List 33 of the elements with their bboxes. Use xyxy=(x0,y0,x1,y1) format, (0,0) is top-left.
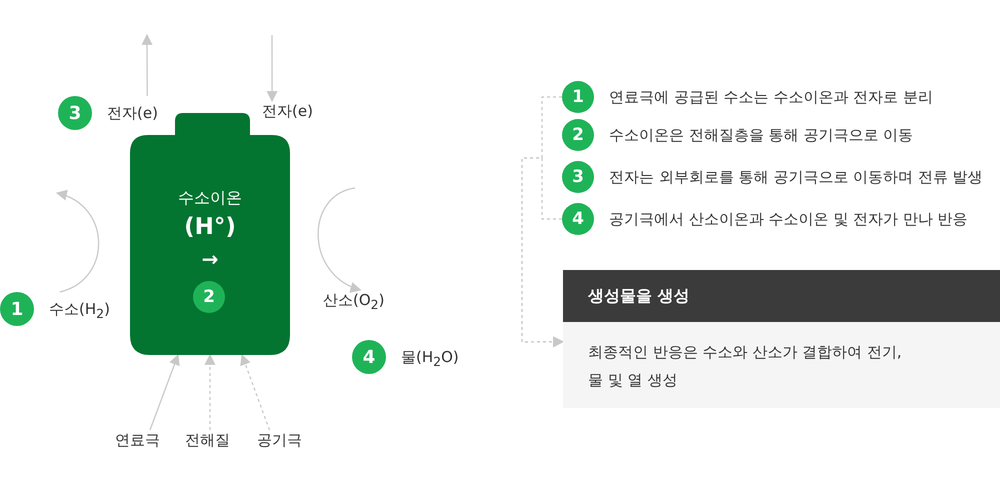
card-header: 생성물을 생성 xyxy=(563,270,1000,322)
step-label: 물(H$_{2}$O) xyxy=(401,347,459,371)
arrow xyxy=(142,34,153,96)
step-label: 수소(H$_{2}$) xyxy=(49,299,110,323)
arrow xyxy=(56,190,100,293)
electrode-label: 연료극 xyxy=(115,430,160,450)
electrode-label: 공기극 xyxy=(257,430,302,450)
arrow xyxy=(240,354,270,430)
formula-label: (H°) xyxy=(184,214,236,240)
arrow xyxy=(149,354,180,430)
step-number: 1 xyxy=(0,292,34,326)
result-card xyxy=(563,270,1000,408)
step-number: 4 xyxy=(352,340,386,374)
electrolyte-label: 전해질 xyxy=(185,430,230,450)
step-number: 3 xyxy=(58,96,92,130)
step-number: 4 xyxy=(562,203,594,235)
step-label: 수소이온은 전해질층을 통해 공기극으로 이동 xyxy=(609,125,914,145)
arrow-symbol: → xyxy=(202,247,218,271)
ion-label: 수소이온 xyxy=(178,188,242,207)
gas-label: 산소(O$_{2}$) xyxy=(323,290,384,314)
arrow xyxy=(266,35,278,102)
arrow xyxy=(521,157,564,348)
step-number: 2 xyxy=(562,119,594,151)
step-label: 공기극에서 산소이온과 수소이온 및 전자가 만나 반응 xyxy=(609,209,968,229)
step-label: 전자는 외부회로를 통해 공기극으로 이동하며 전류 발생 xyxy=(609,167,983,187)
card-text: 최종적인 반응은 수소와 산소가 결합하여 전기, 물 및 열 생성 xyxy=(588,342,903,391)
step-number: 3 xyxy=(562,161,594,193)
step-label: 전자(e) xyxy=(107,103,158,123)
arrow xyxy=(204,354,216,430)
step-number: 1 xyxy=(562,81,594,113)
electron-label: 전자(e) xyxy=(262,101,313,121)
step-label: 연료극에 공급된 수소는 수소이온과 전자로 분리 xyxy=(609,87,933,107)
arrow xyxy=(318,187,362,292)
